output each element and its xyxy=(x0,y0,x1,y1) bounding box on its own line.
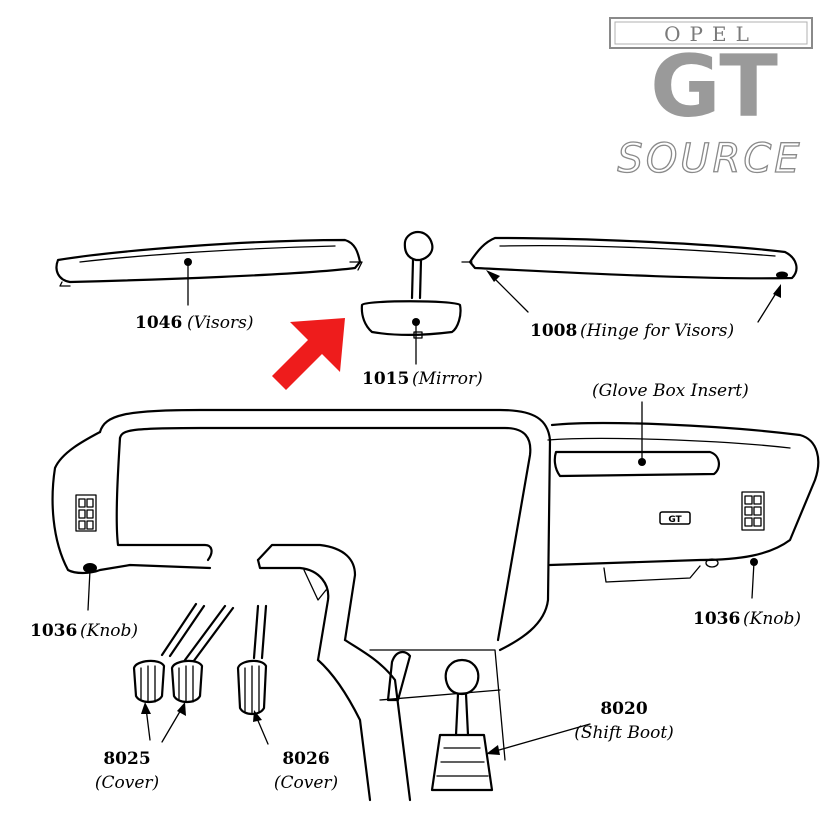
callout-knob-right: 1036 (Knob) xyxy=(693,609,801,629)
hinge-part-number: 1008 xyxy=(530,321,577,341)
right-visor-drawing xyxy=(461,236,798,280)
logo-opel-frame-inner xyxy=(614,21,808,45)
logo-model-text: GT xyxy=(650,37,778,137)
dash-gt-badge xyxy=(659,511,691,525)
shift-boot-description: (Shift Boot) xyxy=(574,723,674,743)
dashboard-drawing: GT xyxy=(51,408,820,802)
cover-8026-description: (Cover) xyxy=(274,773,338,793)
leader-lines xyxy=(86,258,781,755)
glove-box-description: (Glove Box Insert) xyxy=(592,381,749,401)
cover-8026-part-number: 8026 xyxy=(282,749,329,769)
opel-gt-source-logo: OPEL GT SOURCE xyxy=(609,17,813,183)
logo-brand-text: OPEL xyxy=(664,22,758,46)
callout-cover-8026: 8026 (Cover) xyxy=(274,749,338,793)
dash-gt-badge-text: GT xyxy=(668,515,682,525)
mirror-drawing xyxy=(360,230,462,339)
callout-glove-box: (Glove Box Insert) xyxy=(592,381,749,401)
knob-right-description: (Knob) xyxy=(743,609,801,629)
shift-boot-part-number: 8020 xyxy=(600,699,647,719)
callout-shift-boot: 8020 (Shift Boot) xyxy=(574,699,674,743)
knob-right-part-number: 1036 xyxy=(693,609,740,629)
callout-knob-left: 1036 (Knob) xyxy=(30,621,138,641)
knob-left-part-number: 1036 xyxy=(30,621,77,641)
mirror-description: (Mirror) xyxy=(412,369,483,389)
knob-left-description: (Knob) xyxy=(80,621,138,641)
logo-opel-frame xyxy=(609,17,813,49)
logo-subtitle-text: SOURCE xyxy=(617,136,802,182)
callout-mirror: 1015 (Mirror) xyxy=(362,369,483,389)
hinge-description: (Hinge for Visors) xyxy=(580,321,734,341)
highlight-arrow xyxy=(272,318,345,390)
mirror-part-number: 1015 xyxy=(362,369,409,389)
left-visor-drawing xyxy=(55,238,363,287)
callout-hinge: 1008 (Hinge for Visors) xyxy=(530,321,734,341)
callout-cover-8025: 8025 (Cover) xyxy=(95,749,159,793)
cover-8025-part-number: 8025 xyxy=(103,749,150,769)
visors-part-number: 1046 xyxy=(135,313,182,333)
visors-description: (Visors) xyxy=(187,313,254,333)
cover-8025-description: (Cover) xyxy=(95,773,159,793)
callout-visors: 1046 (Visors) xyxy=(135,313,254,333)
